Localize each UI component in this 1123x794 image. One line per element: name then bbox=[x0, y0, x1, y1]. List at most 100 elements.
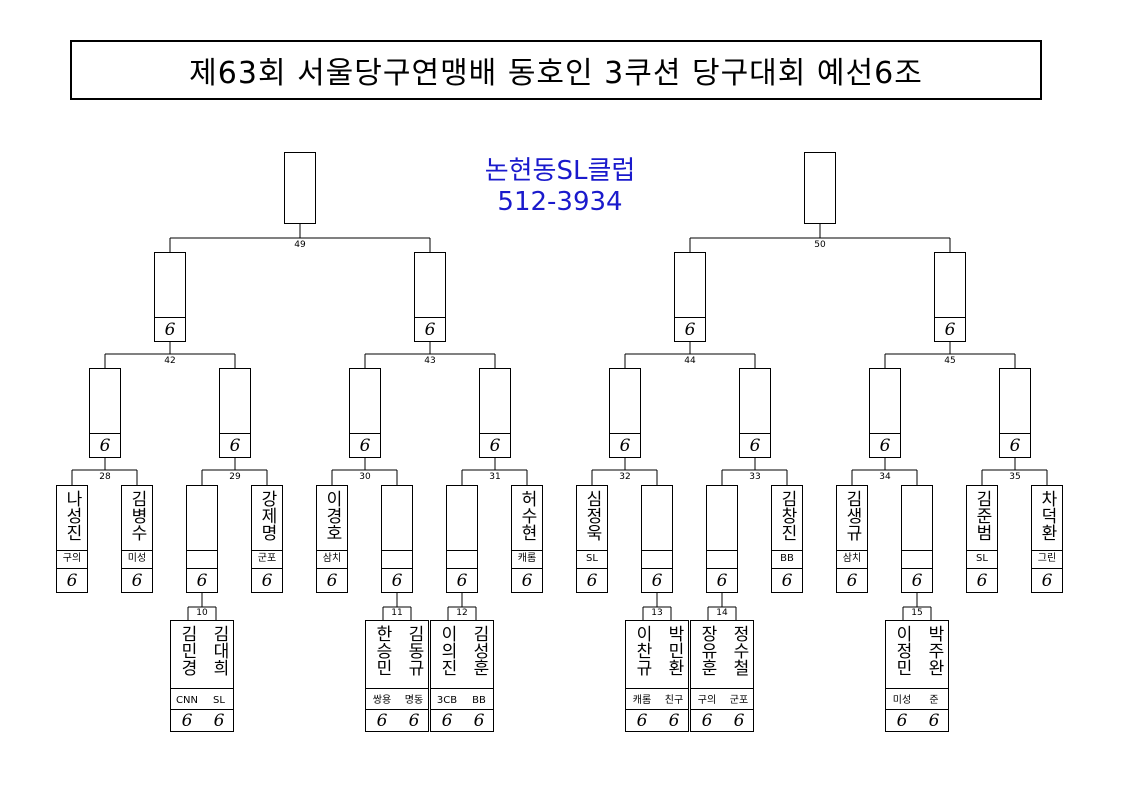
player-name: 박주완 bbox=[918, 625, 950, 687]
separator bbox=[431, 688, 493, 689]
separator bbox=[642, 568, 672, 569]
player-name: 김민경 bbox=[171, 625, 203, 687]
player-name: 김준범 bbox=[967, 490, 997, 548]
separator bbox=[366, 709, 428, 710]
player-name-text: 정수철 bbox=[729, 625, 749, 676]
match-number: 28 bbox=[93, 472, 117, 482]
title-box: 제63회 서울당구연맹배 동호인 3쿠션 당구대회 예선6조 bbox=[70, 40, 1042, 100]
separator bbox=[967, 568, 997, 569]
player-name: 김병수 bbox=[122, 490, 152, 548]
score-mark: 6 bbox=[441, 711, 453, 731]
player-name-text: 김성훈 bbox=[469, 625, 489, 676]
match-number: 44 bbox=[678, 356, 702, 366]
score-separator bbox=[935, 317, 965, 318]
separator bbox=[512, 568, 542, 569]
player-club: 캐롬 bbox=[517, 553, 537, 564]
winner-box: 6 bbox=[999, 368, 1031, 458]
separator bbox=[642, 550, 672, 551]
separator bbox=[707, 568, 737, 569]
sponsor-block: 논현동SL클럽 512-3934 bbox=[440, 155, 680, 217]
separator bbox=[122, 568, 152, 569]
match-number: 14 bbox=[710, 608, 734, 618]
player-name: 김성훈 bbox=[463, 625, 495, 687]
player-club: BB bbox=[780, 553, 794, 564]
separator bbox=[1032, 550, 1062, 551]
player-club: SL bbox=[976, 553, 988, 564]
separator bbox=[431, 709, 493, 710]
winner-box: 6 bbox=[154, 252, 186, 342]
winner-box: 6 bbox=[674, 252, 706, 342]
separator bbox=[382, 568, 412, 569]
player-club: 구의 bbox=[697, 695, 717, 706]
winner-box: 6 bbox=[219, 368, 251, 458]
match-number: 50 bbox=[808, 240, 832, 250]
player-name: 박민환 bbox=[658, 625, 690, 687]
score-mark: 6 bbox=[99, 436, 111, 456]
winner-box: 6 bbox=[89, 368, 121, 458]
separator bbox=[886, 709, 948, 710]
player-club: 3CB bbox=[436, 695, 458, 706]
score-mark: 6 bbox=[473, 711, 485, 731]
winner-box: 6 bbox=[414, 252, 446, 342]
separator bbox=[691, 709, 753, 710]
score-mark: 6 bbox=[1041, 571, 1053, 591]
player-club: BB bbox=[472, 695, 486, 706]
winner-box: 6 bbox=[609, 368, 641, 458]
score-mark: 6 bbox=[326, 571, 338, 591]
player-name: 정수철 bbox=[723, 625, 755, 687]
separator bbox=[252, 568, 282, 569]
player-name: 장유훈 bbox=[691, 625, 723, 687]
score-mark: 6 bbox=[749, 436, 761, 456]
player-club: 삼치 bbox=[322, 553, 342, 564]
separator bbox=[447, 568, 477, 569]
separator bbox=[577, 568, 607, 569]
match-number: 43 bbox=[418, 356, 442, 366]
match-number: 31 bbox=[483, 472, 507, 482]
player-name: 이찬규 bbox=[626, 625, 658, 687]
score-mark: 6 bbox=[896, 711, 908, 731]
score-separator bbox=[740, 433, 770, 434]
score-mark: 6 bbox=[716, 571, 728, 591]
winner-box: 6 bbox=[479, 368, 511, 458]
separator bbox=[626, 688, 688, 689]
score-mark: 6 bbox=[976, 571, 988, 591]
player-name-text: 한승민 bbox=[372, 625, 392, 676]
separator bbox=[317, 568, 347, 569]
score-mark: 6 bbox=[359, 436, 371, 456]
score-mark: 6 bbox=[376, 711, 388, 731]
player-name-text: 나성진 bbox=[62, 490, 82, 541]
score-mark: 6 bbox=[181, 711, 193, 731]
separator bbox=[122, 550, 152, 551]
player-name-text: 강제명 bbox=[257, 490, 277, 541]
score-mark: 6 bbox=[879, 436, 891, 456]
score-mark: 6 bbox=[196, 571, 208, 591]
player-name-text: 김동규 bbox=[404, 625, 424, 676]
match-number: 30 bbox=[353, 472, 377, 482]
score-mark: 6 bbox=[684, 320, 696, 340]
match-number: 15 bbox=[905, 608, 929, 618]
separator bbox=[317, 550, 347, 551]
player-name-text: 박민환 bbox=[664, 625, 684, 676]
player-club: SL bbox=[213, 695, 225, 706]
player-club: 군포 bbox=[257, 553, 277, 564]
player-club: CNN bbox=[176, 695, 198, 706]
score-mark: 6 bbox=[391, 571, 403, 591]
player-name: 이의진 bbox=[431, 625, 463, 687]
separator bbox=[512, 550, 542, 551]
score-mark: 6 bbox=[911, 571, 923, 591]
slot-box: 6 bbox=[706, 485, 738, 593]
separator bbox=[366, 688, 428, 689]
score-mark: 6 bbox=[928, 711, 940, 731]
match-number: 33 bbox=[743, 472, 767, 482]
player-name-text: 이의진 bbox=[437, 625, 457, 676]
player-name: 김생규 bbox=[837, 490, 867, 548]
score-mark: 6 bbox=[408, 711, 420, 731]
player-name-text: 심정욱 bbox=[582, 490, 602, 541]
score-mark: 6 bbox=[619, 436, 631, 456]
match-number: 34 bbox=[873, 472, 897, 482]
